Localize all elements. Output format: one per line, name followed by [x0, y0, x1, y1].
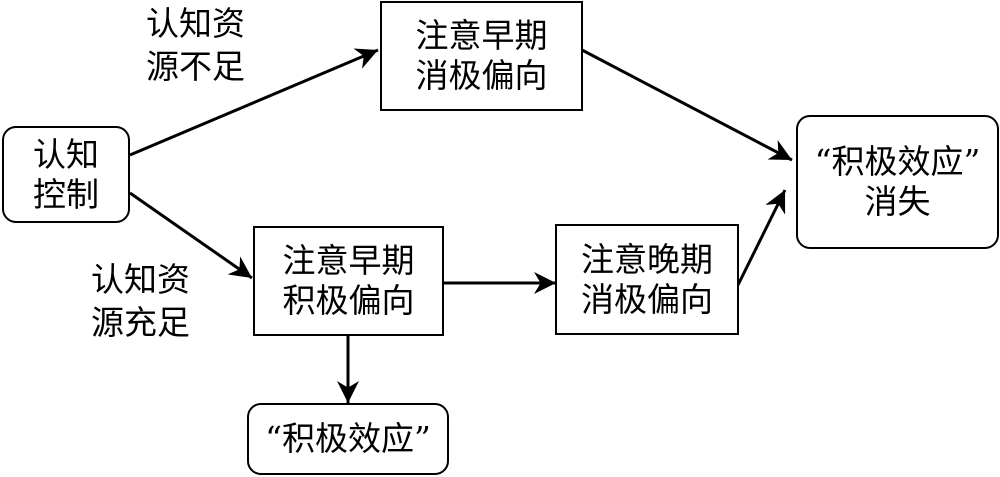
- node-cognitive-control: 认知 控制: [2, 126, 130, 223]
- arrow-late-negative-to-effect-disappears: [736, 189, 787, 286]
- edge-label-text: 认知资: [91, 260, 190, 299]
- node-positive-effect: “积极效应”: [247, 403, 449, 475]
- edge-label-insufficient-resources: 认知资 源不足: [146, 2, 245, 88]
- node-early-negative-bias: 注意早期 消极偏向: [380, 1, 583, 111]
- edge-label-text: 认知资: [146, 4, 245, 43]
- node-early-positive-bias: 注意早期 积极偏向: [253, 226, 444, 336]
- edge-label-text: 源不足: [146, 47, 245, 86]
- node-text: 消极偏向: [415, 56, 548, 95]
- edge-label-text: 源充足: [91, 303, 190, 342]
- node-text: 认知: [33, 134, 99, 174]
- edge-label-sufficient-resources: 认知资 源充足: [91, 258, 190, 344]
- arrow-early-negative-to-effect-disappears: [581, 48, 793, 162]
- node-text: “积极效应”: [265, 419, 431, 458]
- node-text: 控制: [33, 174, 99, 214]
- node-text: 消极偏向: [581, 279, 713, 319]
- node-late-negative-bias: 注意晚期 消极偏向: [555, 224, 739, 335]
- node-text: 注意早期: [282, 241, 415, 280]
- node-text: 注意早期: [415, 16, 548, 55]
- arrow-control-to-early-negative: [129, 48, 379, 157]
- node-text: 积极偏向: [282, 281, 415, 320]
- node-text: 注意晚期: [581, 239, 713, 279]
- node-text: “积极效应”: [814, 142, 981, 181]
- node-text: 消失: [864, 182, 931, 221]
- node-positive-effect-disappears: “积极效应” 消失: [796, 115, 999, 249]
- arrow-control-to-early-positive: [129, 191, 253, 280]
